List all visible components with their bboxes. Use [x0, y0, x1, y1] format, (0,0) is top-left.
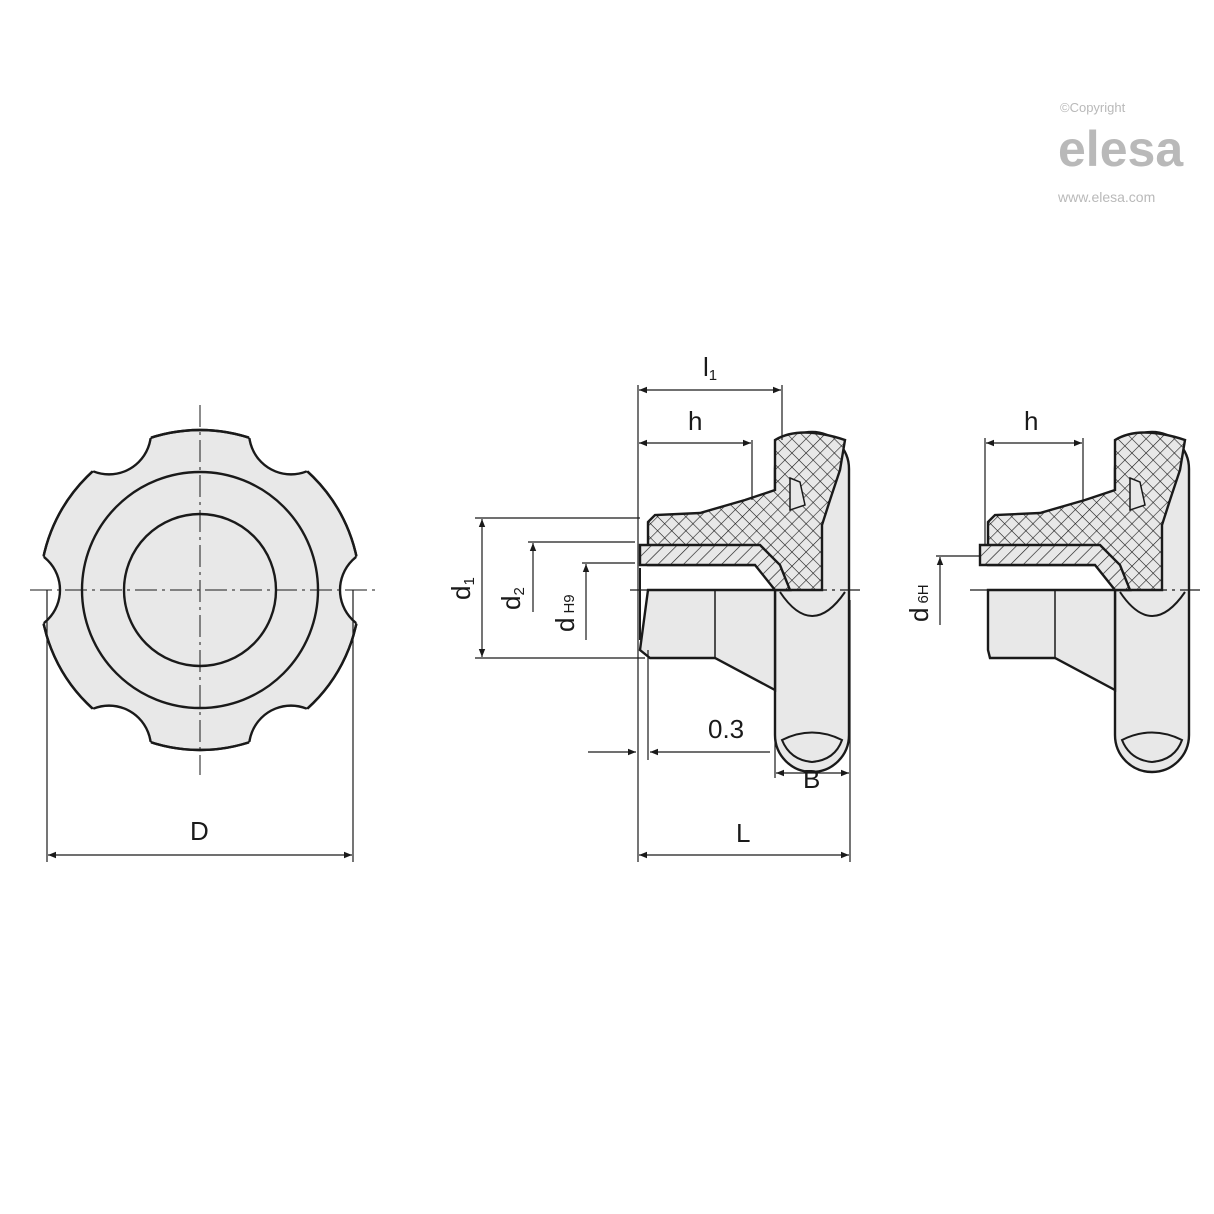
dim-B-label: B	[803, 764, 820, 794]
brand-text: elesa	[1058, 121, 1184, 177]
threaded-dim-d-label: d6H	[904, 584, 934, 622]
threaded-section-view	[936, 430, 1200, 774]
dim-d-H9-label: dH9	[550, 594, 580, 632]
dim-l1-label: l1	[703, 352, 717, 384]
dim-gap-label: 0.3	[708, 714, 744, 744]
front-view	[30, 405, 378, 862]
threaded-dim-h-label: h	[1024, 406, 1038, 436]
url-text: www.elesa.com	[1057, 189, 1155, 205]
dim-h-label: h	[688, 406, 702, 436]
section-dimensions	[475, 385, 860, 862]
dim-d1-label: d1	[446, 577, 478, 600]
dim-d2-label: d2	[496, 587, 528, 610]
elesa-logo: ©Copyright elesa www.elesa.com	[1057, 100, 1184, 205]
section-view	[638, 430, 851, 774]
dim-L-label: L	[736, 818, 750, 848]
copyright-text: ©Copyright	[1060, 100, 1126, 115]
dim-D-label: D	[190, 816, 209, 846]
